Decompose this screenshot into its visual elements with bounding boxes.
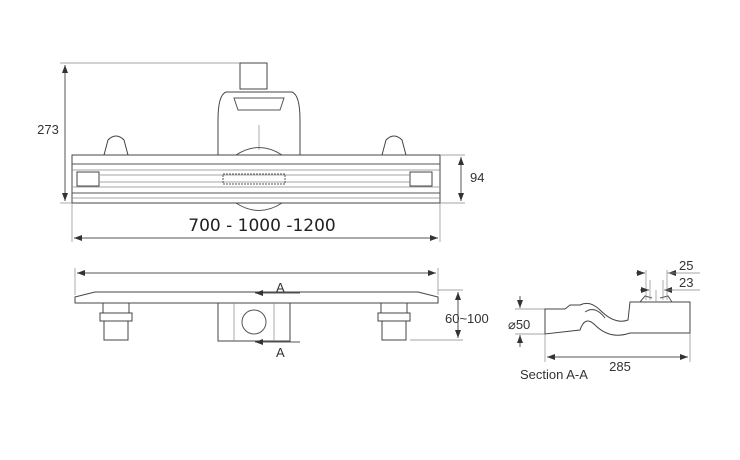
diameter-label: ⌀50 <box>508 317 530 332</box>
depth-dimension-label: 94 <box>470 170 484 185</box>
adjustable-foot-left <box>99 302 133 341</box>
section-length-label: 285 <box>609 359 631 374</box>
mounting-clip-left <box>103 135 129 156</box>
dimension-23-label: 23 <box>679 275 693 290</box>
outlet-body <box>217 62 301 211</box>
trap-section <box>544 301 691 336</box>
adjustable-foot-right <box>377 302 411 341</box>
mounting-clip-right <box>381 135 407 156</box>
height-dimension-label: 273 <box>37 122 59 137</box>
section-caption: Section A-A <box>520 367 588 382</box>
trap-side <box>217 302 291 342</box>
channel-side <box>74 291 439 304</box>
height-range-label: 60~100 <box>445 311 489 326</box>
dimension-25-label: 25 <box>679 258 693 273</box>
section-marker-bottom: A <box>276 345 285 360</box>
length-dimension-label: 700 - 1000 -1200 <box>188 216 335 236</box>
top-view: 273 94 70 <box>37 62 484 242</box>
channel-top <box>71 154 441 204</box>
section-view: ⌀50 285 25 23 Section A-A <box>508 258 700 382</box>
side-view: A A 60~100 <box>74 268 489 360</box>
section-marker-top: A <box>276 280 285 295</box>
